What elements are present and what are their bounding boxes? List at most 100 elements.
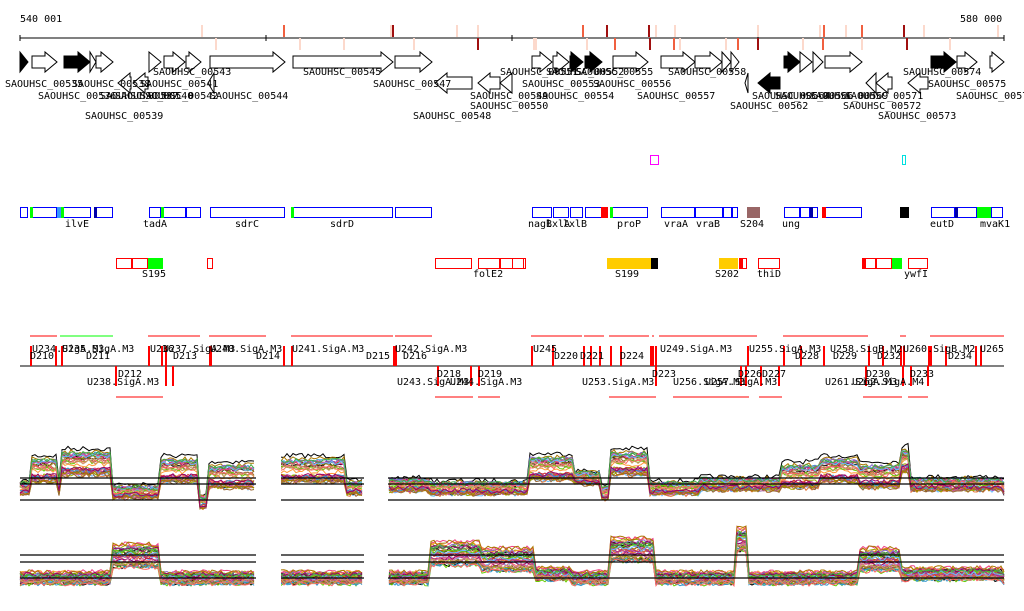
gene-arrow[interactable] [989,50,1005,74]
operon-box[interactable] [784,207,800,218]
cyan-feature[interactable] [902,155,906,165]
gene-label[interactable]: SAOUHSC_00541 [140,79,219,90]
gene-arrow[interactable] [584,50,603,74]
gene-label[interactable]: SAOUHSC_00575 [928,79,1007,90]
srna-mark[interactable] [862,258,866,269]
gene-label[interactable]: SAOUHSC_00543 [153,67,232,78]
gene-label[interactable]: SAOUHSC_00572 [843,101,922,112]
gene-arrow[interactable] [394,50,433,74]
srna-mark[interactable] [651,258,658,269]
gene-label[interactable]: SAOUHSC_00569 [810,91,889,102]
operon-mark[interactable] [977,207,991,218]
operon-box[interactable] [395,207,432,218]
operon-mark[interactable] [747,207,760,218]
gene-arrow[interactable] [148,50,162,74]
gene-label[interactable]: SAOUHSC_00574 [903,67,982,78]
operon-mark[interactable] [161,207,164,218]
gene-label[interactable]: SAOUHSC_00555 [575,67,654,78]
gene-arrow[interactable] [434,71,473,95]
gene-label[interactable]: SAOUHSC_00558 [668,67,747,78]
gene-arrow[interactable] [292,50,394,74]
operon-box[interactable] [532,207,552,218]
gene-arrow[interactable] [132,71,149,95]
srna-box[interactable] [132,258,148,269]
operon-mark[interactable] [955,207,958,218]
operon-box[interactable] [991,207,1003,218]
gene-arrow[interactable] [207,71,215,95]
gene-arrow[interactable] [95,50,114,74]
gene-label[interactable]: SAOUHSC_00562 [730,101,809,112]
gene-arrow[interactable] [612,50,649,74]
gene-label[interactable]: SAOUHSC_00573 [878,111,957,122]
gene-arrow[interactable] [812,50,824,74]
gene-label[interactable]: SAOUHSC_00537 [100,91,179,102]
srna-box[interactable] [116,258,132,269]
gene-label[interactable]: SAOUHSC_00551 [500,67,579,78]
gene-label[interactable]: SAOUHSC_00540 [115,91,194,102]
gene-arrow[interactable] [757,71,781,95]
gene-label[interactable]: SAOUHSC_00539 [85,111,164,122]
gene-arrow[interactable] [31,50,58,74]
operon-mark[interactable] [900,207,909,218]
srna-box[interactable] [758,258,780,269]
operon-box[interactable] [553,207,569,218]
gene-label[interactable]: SAOUHSC_00545 [303,67,382,78]
gene-arrow[interactable] [552,50,570,74]
srna-box[interactable] [207,258,213,269]
gene-arrow[interactable] [117,71,132,95]
gene-label[interactable]: SAOUHSC_00576 [956,91,1024,102]
operon-box[interactable] [186,207,201,218]
srna-mark[interactable] [607,258,651,269]
gene-label[interactable]: SAOUHSC_00554 [536,91,615,102]
gene-arrow[interactable] [19,50,29,74]
gene-arrow[interactable] [824,50,863,74]
gene-arrow[interactable] [660,50,696,74]
operon-box[interactable] [800,207,810,218]
gene-track[interactable] [0,0,1024,130]
gene-arrow[interactable] [569,50,584,74]
operon-box[interactable] [570,207,583,218]
srna-box[interactable] [478,258,500,269]
gene-arrow[interactable] [799,50,813,74]
operon-mark[interactable] [291,207,294,218]
srna-box[interactable] [435,258,472,269]
operon-mark[interactable] [30,207,33,218]
operon-box[interactable] [210,207,285,218]
operon-mark[interactable] [57,207,63,218]
gene-label[interactable]: SAOUHSC_00549 [470,91,549,102]
gene-arrow[interactable] [531,50,553,74]
gene-arrow[interactable] [783,50,801,74]
srna-box[interactable] [512,258,526,269]
operon-mark[interactable] [822,207,826,218]
gene-arrow[interactable] [163,50,186,74]
gene-label[interactable]: SAOUHSC_00544 [210,91,289,102]
operon-mark[interactable] [94,207,97,218]
operon-box[interactable] [931,207,955,218]
operon-mark[interactable] [601,207,608,218]
gene-arrow[interactable] [694,50,723,74]
gene-arrow[interactable] [185,50,202,74]
gene-arrow[interactable] [477,71,501,95]
gene-label[interactable]: SAOUHSC_00556 [593,79,672,90]
srna-box[interactable] [876,258,892,269]
operon-mark[interactable] [610,207,613,218]
gene-arrow[interactable] [907,71,929,95]
operon-mark[interactable] [61,207,64,218]
operon-box[interactable] [661,207,695,218]
operon-box[interactable] [732,207,738,218]
gene-label[interactable]: SAOUHSC_00564 [752,91,831,102]
gene-arrow[interactable] [875,71,893,95]
gene-arrow[interactable] [209,50,286,74]
gene-label[interactable]: SAOUHSC_00550 [470,101,549,112]
gene-label[interactable]: SAOUHSC_00553 [522,79,601,90]
operon-box[interactable] [149,207,161,218]
gene-label[interactable]: SAOUHSC_00566 [775,91,854,102]
operon-mark[interactable] [810,207,813,218]
gene-label[interactable]: SAOUHSC_00552 [546,67,625,78]
operon-box[interactable] [695,207,723,218]
gene-label[interactable]: SAOUHSC_00538 [72,79,151,90]
operon-box[interactable] [20,207,28,218]
gene-arrow[interactable] [89,50,97,74]
srna-mark[interactable] [719,258,738,269]
gene-label[interactable]: SAOUHSC_00548 [413,111,492,122]
